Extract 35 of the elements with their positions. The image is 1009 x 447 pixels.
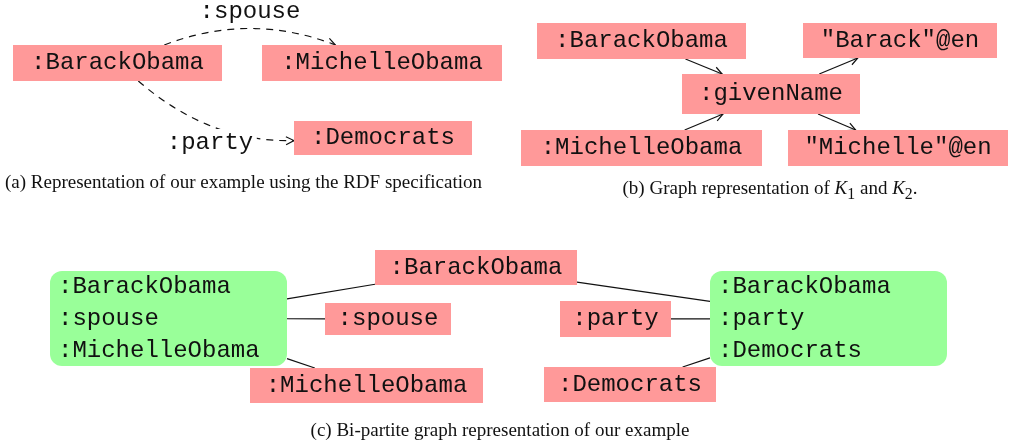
resource-box: "Michelle"@en [788,130,1008,166]
connector-line [576,281,711,302]
arrow [684,112,724,131]
resource-text: :Democrats [718,335,863,366]
resource-text: :MichelleObama [58,335,260,366]
connector-line [682,357,711,368]
subfigure-caption: (a) Representation of our example using the RDF specification [5,170,483,193]
arrow [163,27,336,47]
resource-box: :givenName [682,74,860,114]
connector-line [286,318,326,320]
resource-box: :MichelleObama [250,368,483,403]
triple-box [50,271,287,366]
resource-box: :MichelleObama [521,130,762,166]
resource-box: :Democrats [294,121,472,155]
arrow [818,56,859,75]
resource-box: :party [560,301,671,337]
resource-text: :party [718,303,805,334]
resource-box: :spouse [325,303,451,335]
resource-box: :BarackObama [375,250,577,285]
resource-text: :BarackObama [58,271,231,302]
resource-box: :MichelleObama [262,45,502,81]
resource-text: :spouse [58,303,159,334]
resource-box: :Democrats [544,367,716,402]
arrow [684,58,723,76]
subfigure-caption: (c) Bi-partite graph representation of our example [309,418,691,441]
resource-box: :BarackObama [13,45,222,81]
connector-line [286,358,316,369]
connector-line [670,318,711,320]
resource-text: :BarackObama [718,271,891,302]
resource-box: :BarackObama [537,23,746,59]
arrow [817,113,857,132]
resource-box: "Barack"@en [803,23,997,58]
triple-box [710,271,947,366]
subfigure-caption: (b) Graph representation of K$_{1}$ and K$_{2}$. [621,176,919,204]
connector-line [286,283,376,300]
